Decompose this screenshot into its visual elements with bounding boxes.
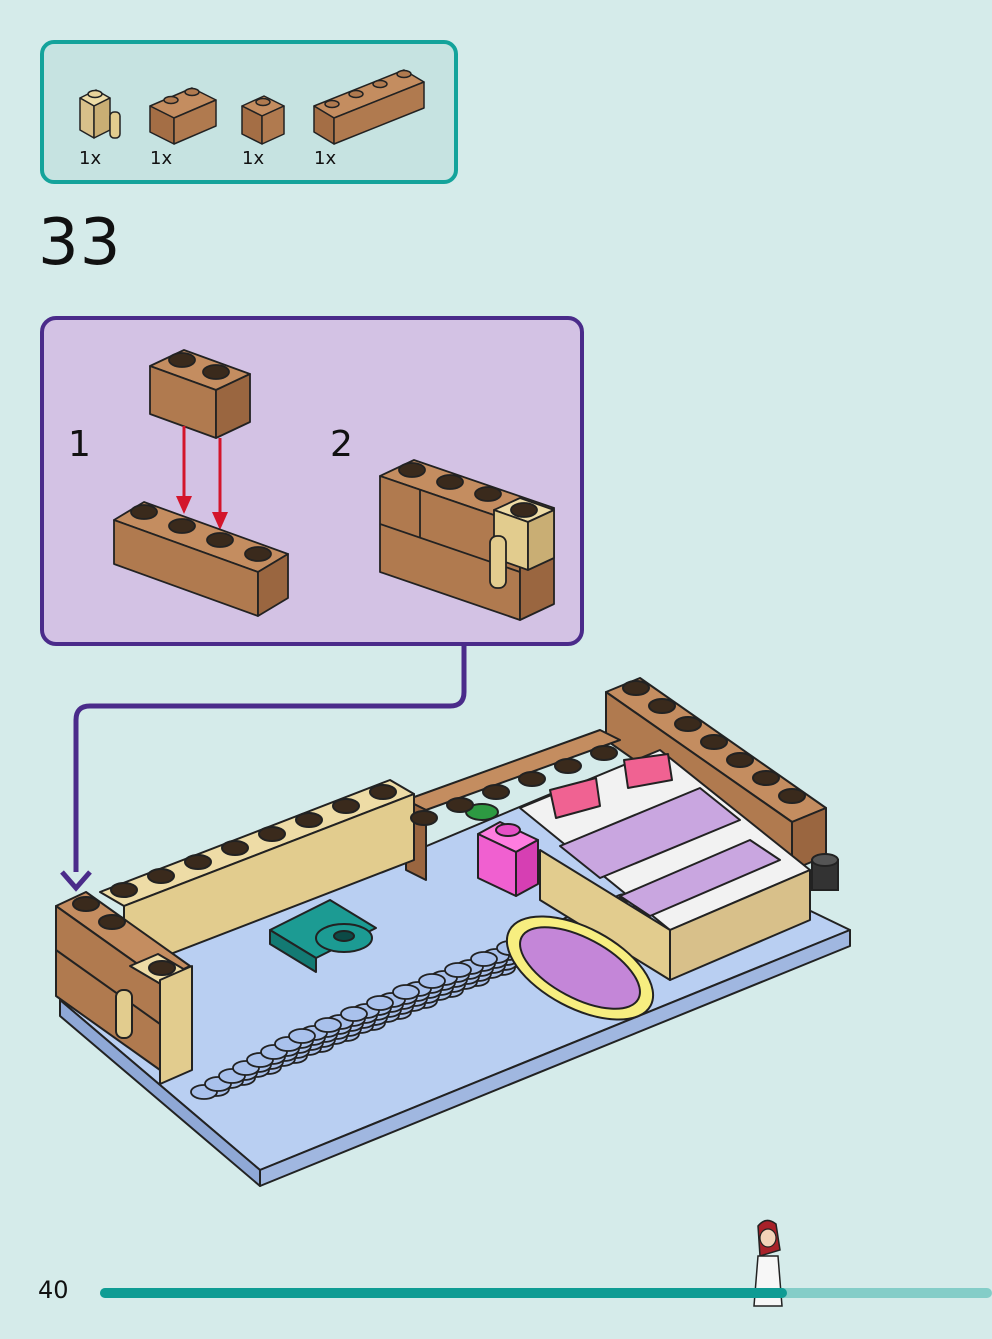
part-brown-brick-1x2	[149, 87, 217, 145]
substep-illustrations	[113, 349, 555, 621]
bed	[519, 749, 811, 981]
progress-fill	[100, 1288, 787, 1298]
wall-stud	[295, 812, 323, 828]
wall-stud	[700, 734, 728, 750]
teal-chair	[269, 899, 377, 973]
wall-stud	[674, 716, 702, 732]
parts-illustrations	[79, 69, 425, 145]
baseplate-stud	[470, 951, 498, 967]
front-left-wall	[55, 891, 193, 1085]
part-tan-brick-clip	[79, 89, 121, 139]
baseplate-stud	[288, 1028, 316, 1044]
part-qty: 1x	[150, 148, 173, 169]
brick-1x4-base	[113, 501, 289, 617]
baseplate-stud	[444, 962, 472, 978]
wall-stud	[778, 788, 806, 804]
wall-stud	[258, 826, 286, 842]
wall-stud	[648, 698, 676, 714]
brick-1x2-falling	[149, 349, 251, 439]
wall-stud	[98, 914, 126, 930]
wall-stud	[148, 960, 176, 976]
wall-studs	[72, 680, 806, 976]
substep-label-1: 1	[68, 424, 91, 465]
wall-stud	[622, 680, 650, 696]
oval-rug	[505, 915, 655, 1021]
wall-stud	[590, 745, 618, 761]
black-knob	[811, 853, 839, 891]
baseplate-stud	[418, 973, 446, 989]
wall-stud	[726, 752, 754, 768]
placement-arrows	[176, 426, 228, 530]
wall-stud	[72, 896, 100, 912]
parts-list-box: 1x 1x 1x 1x	[40, 40, 458, 184]
baseplate-stud	[366, 995, 394, 1011]
callout-connector-line	[73, 646, 467, 872]
wall-stud	[184, 854, 212, 870]
wall-stud	[554, 758, 582, 774]
baseplate-studs	[190, 885, 654, 1100]
wall-stud	[482, 784, 510, 800]
callout-arrow-head	[60, 870, 92, 892]
part-qty: 1x	[314, 148, 337, 169]
part-brown-brick-1x4	[313, 69, 425, 145]
wall-stud	[332, 798, 360, 814]
baseplate-stud	[392, 984, 420, 1000]
wall-stud	[221, 840, 249, 856]
wall-stud	[369, 784, 397, 800]
substep-label-2: 2	[330, 424, 353, 465]
part-brown-brick-1x1	[241, 95, 285, 145]
wall-stud	[446, 797, 474, 813]
wall-stud	[410, 810, 438, 826]
page-number: 40	[38, 1276, 69, 1304]
baseplate-stud	[340, 1006, 368, 1022]
substep-callout: 1 2	[40, 316, 584, 646]
pink-brick	[465, 803, 539, 897]
wall-stud	[147, 868, 175, 884]
part-qty: 1x	[79, 148, 102, 169]
wall-stud	[518, 771, 546, 787]
assembled-wall-section	[379, 459, 555, 621]
part-qty: 1x	[242, 148, 265, 169]
wall-stud	[752, 770, 780, 786]
step-number: 33	[38, 206, 122, 280]
baseplate-stud	[314, 1017, 342, 1033]
back-left-wall	[99, 779, 415, 973]
wall-stud	[110, 882, 138, 898]
